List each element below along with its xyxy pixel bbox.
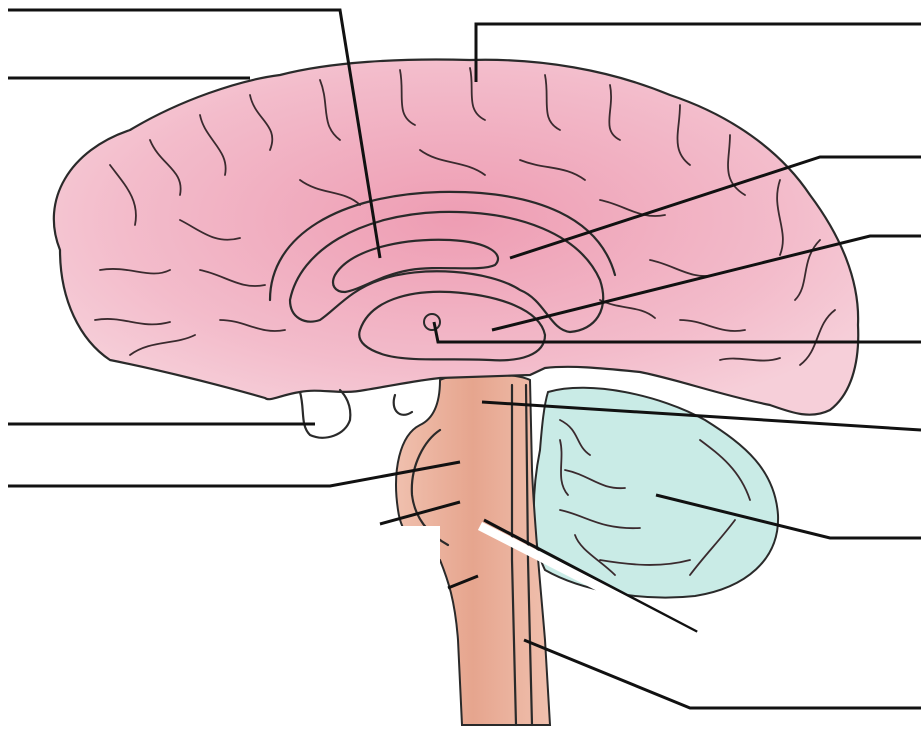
cerebrum [54, 60, 858, 415]
pituitary [394, 395, 412, 415]
blank-label-box-right [665, 640, 921, 688]
hypothalamus-region [300, 390, 350, 438]
blank-label-box-left [0, 526, 440, 630]
leader-line-9 [8, 462, 460, 486]
